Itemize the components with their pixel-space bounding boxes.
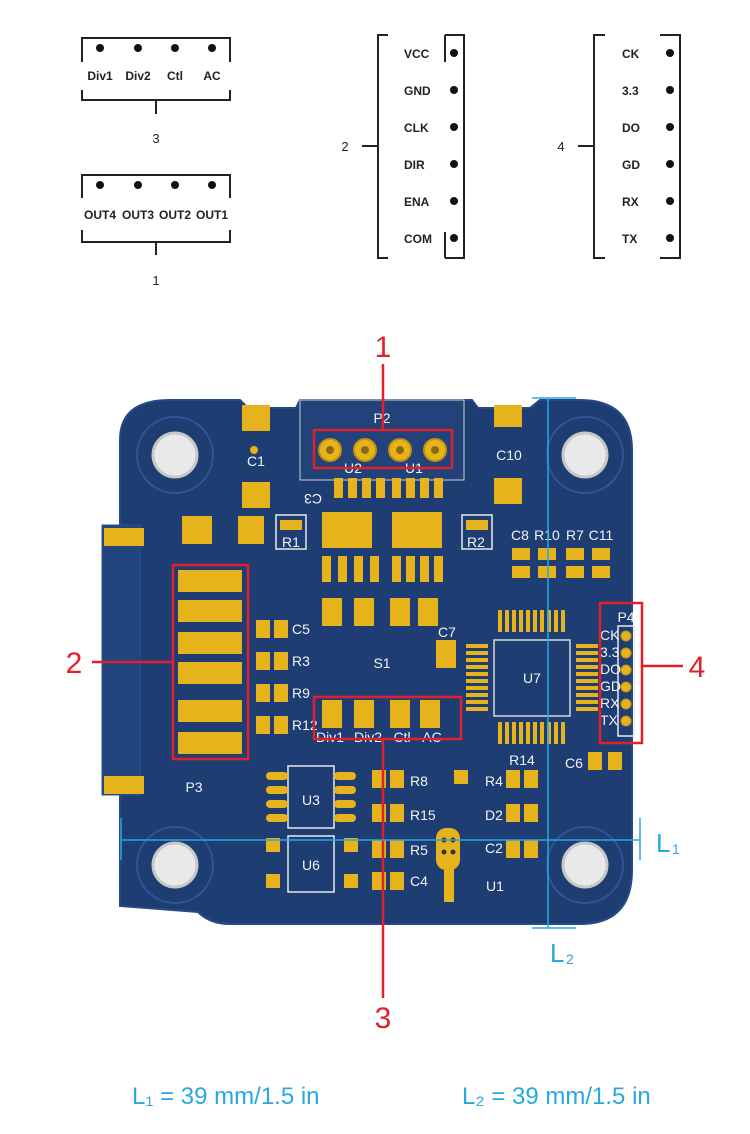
silk-p4-do: DO — [600, 661, 621, 677]
callout-1-number: 1 — [375, 331, 392, 364]
silk-p4-rx: RX — [600, 695, 620, 711]
c2-pin-5: ENA — [404, 195, 430, 209]
callout-4-number: 4 — [689, 651, 706, 684]
silk-c2: C2 — [485, 840, 503, 856]
silk-p4-gd: GD — [600, 678, 621, 694]
connector-1-diagram: OUT4 OUT3 OUT2 OUT1 1 — [81, 174, 231, 288]
mounting-hole-tr — [546, 416, 624, 494]
l2-marker: L 2 — [550, 938, 574, 968]
c3-pin-4: AC — [203, 69, 221, 83]
svg-text:2: 2 — [566, 951, 574, 967]
callout-3-number: 3 — [375, 1002, 392, 1035]
c4-pin-2: 3.3 — [622, 84, 639, 98]
silk-ctl: Ctl — [393, 729, 410, 745]
callout-3-box — [312, 695, 463, 741]
silk-r10: R10 — [534, 527, 560, 543]
svg-text:L: L — [550, 938, 564, 968]
silk-r8: R8 — [410, 773, 428, 789]
silk-u1-bottom: U1 — [486, 878, 504, 894]
silk-c3: C3 — [304, 491, 322, 507]
silk-r5: R5 — [410, 842, 428, 858]
silk-r7: R7 — [566, 527, 584, 543]
svg-text:L: L — [656, 828, 670, 858]
silk-c5: C5 — [292, 621, 310, 637]
silk-r14: R14 — [509, 752, 535, 768]
silk-c10: C10 — [496, 447, 522, 463]
c1-pin-4: OUT1 — [196, 208, 228, 222]
silk-div2: Div2 — [354, 729, 382, 745]
silk-c11: C11 — [589, 527, 614, 543]
silk-c1: C1 — [247, 453, 265, 469]
c2-number: 2 — [341, 139, 348, 154]
silk-c8: C8 — [511, 527, 529, 543]
silk-r12: R12 — [292, 717, 318, 733]
silk-r4: R4 — [485, 773, 503, 789]
connector-4-diagram: 4 CK 3.3 DO GD RX TX — [557, 34, 681, 259]
c4-pin-3: DO — [622, 121, 640, 135]
callouts: 1 2 3 4 — [66, 331, 706, 1035]
c3-number: 3 — [152, 131, 159, 146]
c4-pin-4: GD — [622, 158, 640, 172]
silk-r1: R1 — [282, 534, 300, 550]
c3-pin-2: Div2 — [125, 69, 151, 83]
silk-p3: P3 — [185, 779, 202, 795]
mounting-hole-bl — [136, 826, 214, 904]
c1-pin-2: OUT3 — [122, 208, 154, 222]
silk-s1: S1 — [373, 655, 390, 671]
silk-c4: C4 — [410, 873, 428, 889]
silk-c6: C6 — [565, 755, 583, 771]
c4-number: 4 — [557, 139, 564, 154]
c3-pin-3: Ctl — [167, 69, 183, 83]
mounting-hole-br — [546, 826, 624, 904]
c1-pin-3: OUT2 — [159, 208, 191, 222]
c4-pin-5: RX — [622, 195, 639, 209]
c2-pin-6: COM — [404, 232, 432, 246]
c3-pin-1: Div1 — [87, 69, 113, 83]
c4-pin-6: TX — [622, 232, 637, 246]
mounting-hole-tl — [136, 416, 214, 494]
c2-pin-1: VCC — [404, 47, 430, 61]
dimension-lines — [120, 397, 641, 929]
c2-pin-2: GND — [404, 84, 431, 98]
u7-chip — [466, 610, 598, 744]
svg-text:1: 1 — [672, 841, 680, 857]
silk-p4-ck: CK — [600, 627, 620, 643]
silk-p4-33: 3.3 — [600, 644, 620, 660]
pcb-board: P2 U2 U1 C1 C10 C3 R1 R2 C8 R10 R7 C11 C… — [101, 399, 635, 925]
callout-4-box — [598, 601, 644, 745]
c2-pin-4: DIR — [404, 158, 425, 172]
c1-number: 1 — [152, 273, 159, 288]
silk-r9: R9 — [292, 685, 310, 701]
silk-d2: D2 — [485, 807, 503, 823]
silk-r2: R2 — [467, 534, 485, 550]
connector-3-diagram: Div1 Div2 Ctl AC 3 — [81, 37, 231, 146]
l1-caption: L₁ = 39 mm/1.5 in — [132, 1083, 320, 1110]
c1-pin-1: OUT4 — [84, 208, 116, 222]
silk-u3: U3 — [302, 792, 320, 808]
silk-r15: R15 — [410, 807, 436, 823]
l1-marker: L 1 — [656, 828, 680, 858]
silk-p4: P4 — [617, 609, 634, 625]
connector-2-diagram: 2 VCC GND CLK DIR ENA COM — [341, 34, 465, 259]
silk-r3: R3 — [292, 653, 310, 669]
silk-c7: C7 — [438, 624, 456, 640]
silk-p4-tx: TX — [600, 712, 619, 728]
silk-div1: Div1 — [316, 729, 344, 745]
silk-ac: AC — [422, 729, 441, 745]
l2-caption: L₂ = 39 mm/1.5 in — [462, 1083, 651, 1110]
c4-pin-1: CK — [622, 47, 640, 61]
callout-2-number: 2 — [66, 647, 83, 680]
silk-u7: U7 — [523, 670, 541, 686]
c2-pin-3: CLK — [404, 121, 429, 135]
silk-u6: U6 — [302, 857, 320, 873]
